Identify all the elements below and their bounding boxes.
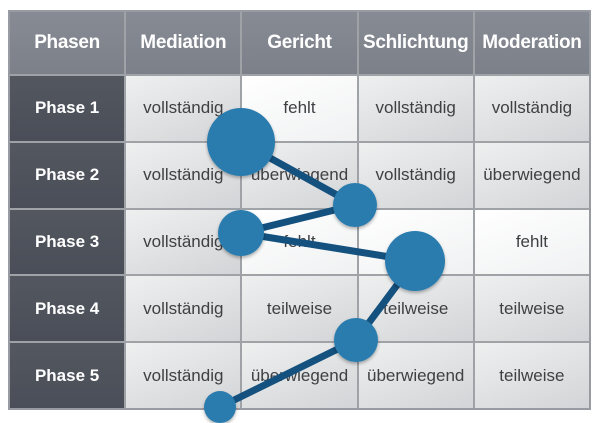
row-header-phase-3: Phase 3 — [10, 209, 125, 275]
table-cell: teilweise — [474, 276, 589, 342]
table-cell: fehlt — [242, 76, 357, 141]
row-header-phase-1: Phase 1 — [10, 76, 125, 141]
col-header-mediation: Mediation — [126, 12, 241, 74]
comparison-table: Phasen Mediation Gericht Schlichtung Mod… — [8, 10, 591, 410]
table-cell: teilweise — [358, 276, 473, 342]
table-cell: vollständig — [126, 343, 241, 408]
table-cell: teilweise — [242, 276, 357, 342]
col-header-gericht: Gericht — [242, 12, 357, 74]
row-header-phase-4: Phase 4 — [10, 276, 125, 342]
table-cell: vollständig — [126, 276, 241, 342]
row-header-phase-2: Phase 2 — [10, 142, 125, 208]
table-cell: vollständig — [358, 76, 473, 141]
table-cell: vollständig — [358, 142, 473, 208]
table-cell: teilweise — [474, 343, 589, 408]
table-cell — [358, 209, 473, 275]
col-header-phasen: Phasen — [10, 12, 125, 74]
table-cell: vollständig — [126, 142, 241, 208]
table-cell: fehlt — [474, 209, 589, 275]
table-cell: fehlt — [242, 209, 357, 275]
table-cell: überwiegend — [474, 142, 589, 208]
table-cell: überwiegend — [242, 142, 357, 208]
table-cell: überwiegend — [242, 343, 357, 408]
col-header-schlichtung: Schlichtung — [358, 12, 473, 74]
table-cell: vollständig — [126, 76, 241, 141]
row-header-phase-5: Phase 5 — [10, 343, 125, 408]
table-cell: überwiegend — [358, 343, 473, 408]
col-header-moderation: Moderation — [474, 12, 589, 74]
table-cell: vollständig — [474, 76, 589, 141]
table-cell: vollständig — [126, 209, 241, 275]
